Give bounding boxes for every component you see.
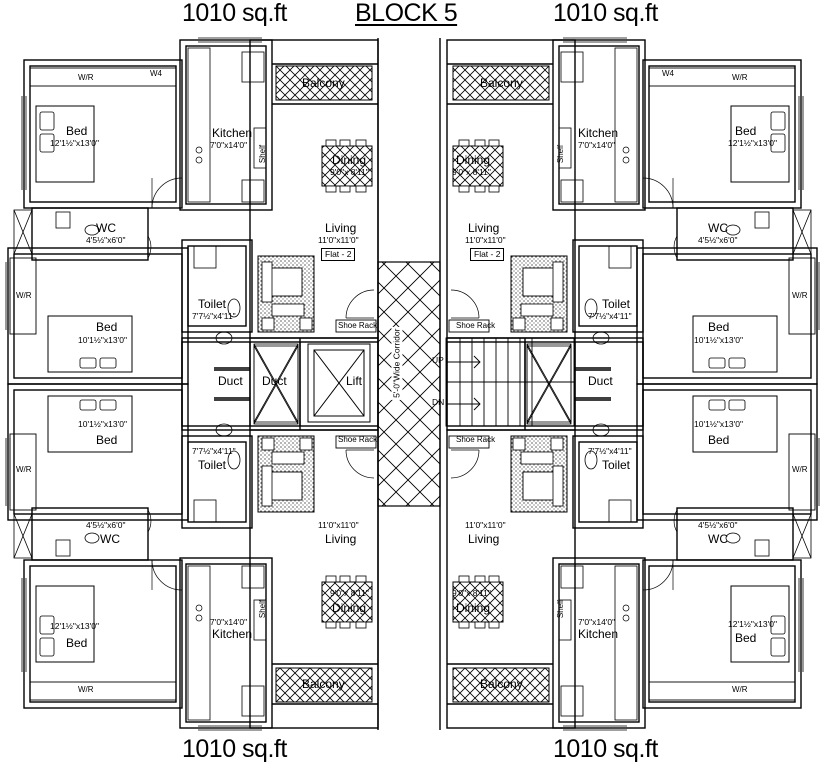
room-label-toilet: Toilet bbox=[602, 297, 631, 311]
flat-tag: Flat - 2 bbox=[321, 248, 356, 261]
room-label-balcony: Balcony bbox=[302, 76, 345, 90]
room-label-bed: Bed bbox=[735, 631, 757, 645]
room-dimension-kitchen: 7'0"x14'0" bbox=[578, 140, 616, 150]
corridor-label: 5'-0"Wide Corridor bbox=[391, 326, 402, 400]
room-label-wc: WC bbox=[96, 221, 116, 235]
room-dimension-wc: 4'5½"x6'0" bbox=[698, 520, 738, 530]
room-label-bed2: Bed bbox=[96, 320, 118, 334]
room-dimension-bed2: 10'1½"x13'0" bbox=[78, 335, 127, 345]
shoe-rack-label: Shoe Rack bbox=[456, 435, 496, 444]
block-title: BLOCK 5 bbox=[355, 0, 458, 27]
room-dimension-toilet: 7'7½"x4'11" bbox=[192, 311, 236, 321]
shelf-label: Shelf bbox=[258, 144, 268, 164]
room-dimension-bed: 12'1½"x13'0" bbox=[50, 138, 99, 148]
room-dimension-kitchen: 7'0"x14'0" bbox=[210, 617, 248, 627]
room-label-kitchen: Kitchen bbox=[578, 126, 619, 140]
room-label-wc: WC bbox=[708, 532, 728, 546]
room-label-dining: Dining bbox=[456, 601, 491, 615]
room-label-balcony: Balcony bbox=[302, 677, 345, 691]
shelf-label: Shelf bbox=[258, 599, 268, 619]
room-dimension-dining: 9'0"x 8'11" bbox=[330, 167, 369, 177]
staircase bbox=[445, 337, 575, 427]
stair-up-label: UP bbox=[432, 355, 444, 365]
stair-down-label: DN bbox=[432, 397, 445, 407]
shoe-rack-label: Shoe Rack bbox=[338, 321, 378, 330]
room-dimension-bed: 12'1½"x13'0" bbox=[728, 138, 777, 148]
wardrobe-label: W/R bbox=[792, 291, 808, 300]
room-dimension-kitchen: 7'0"x14'0" bbox=[210, 140, 248, 150]
room-label-dining: Dining bbox=[456, 153, 491, 167]
room-dimension-bed2: 10'1½"x13'0" bbox=[694, 419, 743, 429]
room-dimension-wc: 4'5½"x6'0" bbox=[698, 235, 738, 245]
room-label-living: Living bbox=[468, 532, 500, 546]
room-label-living: Living bbox=[468, 221, 500, 235]
room-label-bed2: Bed bbox=[96, 433, 118, 447]
wardrobe-label: W/R bbox=[78, 685, 94, 694]
room-label-bed: Bed bbox=[735, 124, 757, 138]
shoe-rack-label: Shoe Rack bbox=[338, 435, 378, 444]
room-label-wc: WC bbox=[708, 221, 728, 235]
room-dimension-bed: 12'1½"x13'0" bbox=[728, 619, 777, 629]
window-tag: W4 bbox=[150, 69, 162, 78]
area-label-top-left: 1010 sq.ft bbox=[182, 0, 287, 27]
room-dimension-wc: 4'5½"x6'0" bbox=[86, 235, 126, 245]
room-dimension-living: 11'0"x11'0" bbox=[318, 235, 359, 245]
room-dimension-living: 11'0"x11'0" bbox=[318, 520, 359, 530]
room-label-balcony: Balcony bbox=[480, 76, 523, 90]
room-label-bed: Bed bbox=[66, 636, 88, 650]
room-dimension-toilet: 7'7½"x4'11" bbox=[588, 311, 632, 321]
room-label-living: Living bbox=[325, 221, 357, 235]
shoe-rack-label: Shoe Rack bbox=[456, 321, 496, 330]
wardrobe-label: W/R bbox=[732, 73, 748, 82]
room-label-kitchen: Kitchen bbox=[578, 627, 619, 641]
room-label-wc: WC bbox=[100, 532, 120, 546]
room-dimension-bed2: 10'1½"x13'0" bbox=[78, 419, 127, 429]
room-dimension-living: 11'0"x11'0" bbox=[465, 235, 506, 245]
room-label-bed2: Bed bbox=[708, 320, 730, 334]
wardrobe-label: W/R bbox=[16, 465, 32, 474]
lift-box bbox=[307, 343, 371, 423]
room-dimension-dining: 9'0"x 8'11" bbox=[330, 588, 369, 598]
duct-label-right: Duct bbox=[588, 374, 613, 388]
room-dimension-dining: 9'0"x 8'11" bbox=[452, 167, 491, 177]
room-label-toilet: Toilet bbox=[198, 297, 227, 311]
duct-label-left: Duct bbox=[218, 374, 243, 388]
room-dimension-kitchen: 7'0"x14'0" bbox=[578, 617, 616, 627]
room-label-kitchen: Kitchen bbox=[212, 126, 253, 140]
room-dimension-wc: 4'5½"x6'0" bbox=[86, 520, 126, 530]
area-label-bottom-right: 1010 sq.ft bbox=[553, 735, 658, 763]
wardrobe-label: W/R bbox=[792, 465, 808, 474]
room-label-kitchen: Kitchen bbox=[212, 627, 253, 641]
room-label-toilet: Toilet bbox=[602, 458, 631, 472]
flat-tag: Flat - 2 bbox=[470, 248, 505, 261]
lift-label: Lift bbox=[346, 374, 363, 388]
room-dimension-dining: 9'0"x 8'11" bbox=[452, 588, 491, 598]
wardrobe-label: W/R bbox=[732, 685, 748, 694]
room-label-toilet: Toilet bbox=[198, 458, 227, 472]
wardrobe-label: W/R bbox=[16, 291, 32, 300]
room-dimension-toilet: 7'7½"x4'11" bbox=[588, 446, 632, 456]
room-label-living: Living bbox=[325, 532, 357, 546]
room-dimension-bed2: 10'1½"x13'0" bbox=[694, 335, 743, 345]
room-dimension-bed: 12'1½"x13'0" bbox=[50, 621, 99, 631]
duct-label-center: Duct bbox=[262, 374, 287, 388]
wardrobe-label: W/R bbox=[78, 73, 94, 82]
shelf-label: Shelf bbox=[556, 599, 566, 619]
window-tag: W4 bbox=[662, 69, 674, 78]
room-dimension-living: 11'0"x11'0" bbox=[465, 520, 506, 530]
room-dimension-toilet: 7'7½"x4'11" bbox=[192, 446, 236, 456]
room-label-dining: Dining bbox=[332, 601, 367, 615]
room-label-bed: Bed bbox=[66, 124, 88, 138]
room-label-dining: Dining bbox=[332, 153, 367, 167]
room-label-balcony: Balcony bbox=[480, 677, 523, 691]
corridor-hatch bbox=[377, 261, 441, 507]
area-label-bottom-left: 1010 sq.ft bbox=[182, 735, 287, 763]
shelf-label: Shelf bbox=[556, 144, 566, 164]
room-label-bed2: Bed bbox=[708, 433, 730, 447]
area-label-top-right: 1010 sq.ft bbox=[553, 0, 658, 27]
